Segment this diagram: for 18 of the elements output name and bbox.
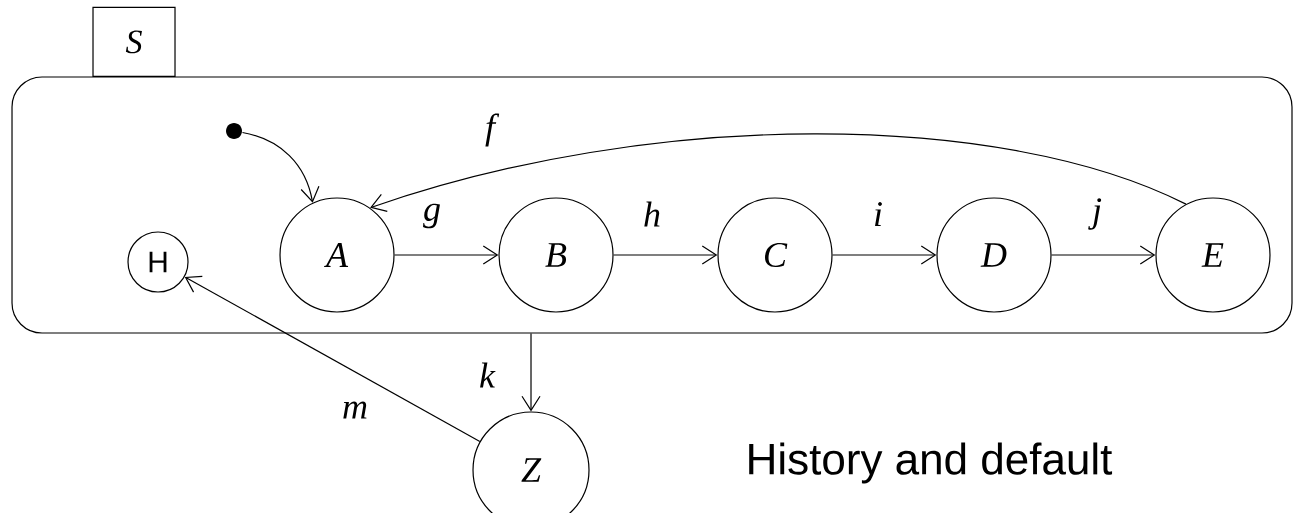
arrow bbox=[832, 245, 937, 265]
arrow bbox=[394, 245, 499, 265]
initial-dot bbox=[226, 123, 242, 139]
edge-label: g bbox=[423, 203, 440, 229]
arrow bbox=[521, 333, 541, 412]
arrow bbox=[613, 245, 718, 265]
edge-label: j bbox=[1088, 198, 1102, 230]
arrow bbox=[370, 133, 1187, 212]
edge-label: h bbox=[644, 201, 660, 227]
arrow bbox=[241, 131, 320, 203]
edge-label: i bbox=[875, 202, 882, 226]
edge-label: m bbox=[343, 401, 367, 419]
arrow bbox=[1051, 245, 1156, 265]
arrow bbox=[184, 275, 481, 443]
edge-label: k bbox=[480, 362, 496, 388]
caption-text: History and default bbox=[749, 442, 1113, 484]
edge-label: f bbox=[485, 113, 500, 147]
node-label: S bbox=[125, 30, 142, 54]
